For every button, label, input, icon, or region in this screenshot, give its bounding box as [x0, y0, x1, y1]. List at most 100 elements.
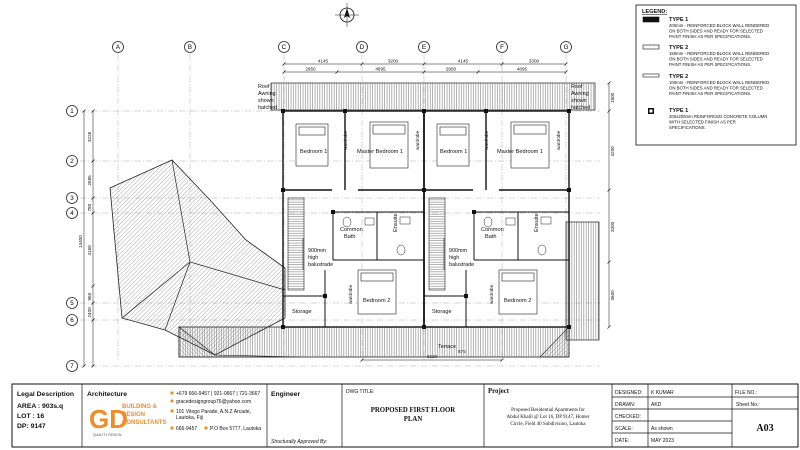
note-balustrade-right-3: balustrade — [449, 262, 474, 268]
dimension-label: 2950 — [446, 67, 457, 72]
contact-address-1: 101 Vitogo Parade, A.N.Z Arcade, — [176, 409, 251, 415]
legal-lot: LOT : 16 — [17, 413, 44, 420]
grid-bubble-D: D — [356, 41, 368, 53]
legend-desc: 150mm - REINFORCED BLOCK WALL RENDERED — [669, 51, 769, 56]
dwg-title-2: PLAN — [404, 416, 423, 423]
logo-name-3: CONSULTANTS — [122, 420, 166, 426]
grid-label: 7 — [70, 363, 74, 370]
grid-bubble-1: 1 — [66, 105, 78, 117]
room-labels: Bedroom 1 Master Bedroom 1 Bedroom 1 Mas… — [292, 130, 561, 315]
grid-bubble-E: E — [418, 41, 430, 53]
room-storage-a: Storage — [292, 309, 312, 315]
bed-bedroom2-right — [498, 269, 538, 315]
room-common-bath-a2: Bath — [344, 234, 356, 240]
legend-type: TYPE 1 — [669, 108, 688, 114]
dimension-label: 3300 — [610, 221, 615, 232]
column-square — [422, 188, 426, 192]
note-balustrade-left-2: high — [308, 255, 318, 261]
wardrobe-b1: wardrobe — [484, 130, 489, 150]
note-awning-right-3: shown — [571, 98, 587, 104]
column-square — [422, 109, 426, 113]
note-awning-left-3: shown — [258, 98, 274, 104]
note-terrace: Terrace — [438, 344, 456, 350]
wardrobe-b2: wardrobe — [556, 130, 561, 150]
dimension-label: 780 — [87, 203, 92, 211]
terrace-roof — [178, 326, 570, 358]
project-label: Project — [488, 388, 510, 395]
bath-fixtures — [342, 216, 552, 256]
room-common-bath-b2: Bath — [485, 234, 497, 240]
engineer-title: Engineer — [271, 391, 300, 398]
note-awning-left-2: Awning — [258, 91, 276, 97]
contact-pobox: P.O Box 5777, Lautoka — [210, 426, 261, 432]
grid-bubble-A: A — [112, 41, 124, 53]
dimension-total: 13400 — [78, 235, 83, 248]
note-awning-left-4: hatched — [258, 105, 277, 111]
grid-label: 2 — [70, 158, 74, 165]
legend-desc: SPECIFICATIONS. — [669, 125, 706, 130]
column-swatch-core — [649, 109, 653, 113]
contact-email: gracedesigngroup76@yahoo.com — [176, 399, 251, 405]
column-square — [331, 210, 335, 214]
location-icon — [170, 409, 174, 413]
bed-master-right — [510, 121, 550, 169]
contact-phones: +679 666-9457 | 921-0667 | 721-3667 — [176, 391, 260, 397]
column-square — [323, 294, 327, 298]
designed-label: DESIGNED: — [615, 390, 643, 396]
date-label: DATE: — [615, 438, 629, 444]
mailbox-icon — [204, 426, 208, 430]
column-square — [567, 109, 571, 113]
plan-notes: Roof Awning shown hatched Roof Awning sh… — [258, 84, 590, 350]
floor-plan — [282, 110, 570, 328]
legend-desc: ON BOTH SIDES AND READY FOR SELECTED — [669, 29, 763, 34]
legend-desc: PAINT FINISH AS PER SPECIFICATIONS. — [669, 34, 751, 39]
grid-label: 3 — [70, 195, 74, 202]
grid-bubble-B: B — [184, 41, 196, 53]
logo-name-2: DESIGN — [122, 412, 145, 418]
column-square — [464, 294, 468, 298]
grid-bubble-2: 2 — [66, 155, 78, 167]
dimension-label: 860 — [87, 292, 92, 300]
grid-label: 6 — [70, 317, 74, 324]
legend-type: TYPE 2 — [669, 74, 688, 80]
grid-label: E — [422, 44, 426, 51]
dimension-label: 2950 — [305, 67, 316, 72]
wardrobe-b3: wardrobe — [489, 284, 494, 304]
dimension-label: 4150 — [87, 245, 92, 256]
column-square — [281, 109, 285, 113]
grid-label: 1 — [70, 108, 74, 115]
dimension-label: 3600 — [610, 290, 615, 301]
title-block: Legal Description AREA : 903s.q LOT : 16… — [11, 383, 799, 448]
dimension-label: 3226 — [87, 131, 92, 142]
note-balustrade-left-3: balustrade — [308, 262, 333, 268]
drawn-value: AKD — [651, 402, 662, 408]
grid-row-bubbles: 1 2 3 4 5 6 7 — [66, 105, 78, 372]
sheet-number: A03 — [756, 423, 773, 434]
architecture-title: Architecture — [87, 391, 127, 398]
wardrobe-a1: wardrobe — [343, 130, 348, 150]
note-awning-right-2: Awning — [571, 91, 589, 97]
legend-desc: 200x200mm REINFORCED CONCRETE COLUMN — [669, 114, 767, 119]
grid-bubble-G: G — [560, 41, 572, 53]
designed-value: K KUMAR — [651, 390, 674, 396]
legend-type: TYPE 2 — [669, 45, 688, 51]
logo-tagline: QUALITY DESIGN — [93, 433, 122, 437]
bed-bedroom1-left — [295, 123, 329, 167]
wardrobe-a3: wardrobe — [348, 284, 353, 304]
note-balustrade-left-1: 900mm — [308, 248, 326, 254]
wall-type-swatch-fill — [643, 45, 659, 49]
room-ensuite-a: Ensuite — [393, 213, 399, 232]
grid-label: 5 — [70, 300, 74, 307]
column-square — [281, 188, 285, 192]
grid-bubble-4: 4 — [66, 207, 78, 219]
legal-dp: DP: 9147 — [17, 423, 46, 430]
company-logo: GD BUILDING & DESIGN CONSULTANTS QUALITY… — [89, 404, 166, 437]
contact-address-2: Lautoka, Fiji — [176, 415, 203, 421]
approved-by: Structurally Approved By: — [271, 439, 328, 445]
wardrobe-a2: wardrobe — [415, 130, 420, 150]
